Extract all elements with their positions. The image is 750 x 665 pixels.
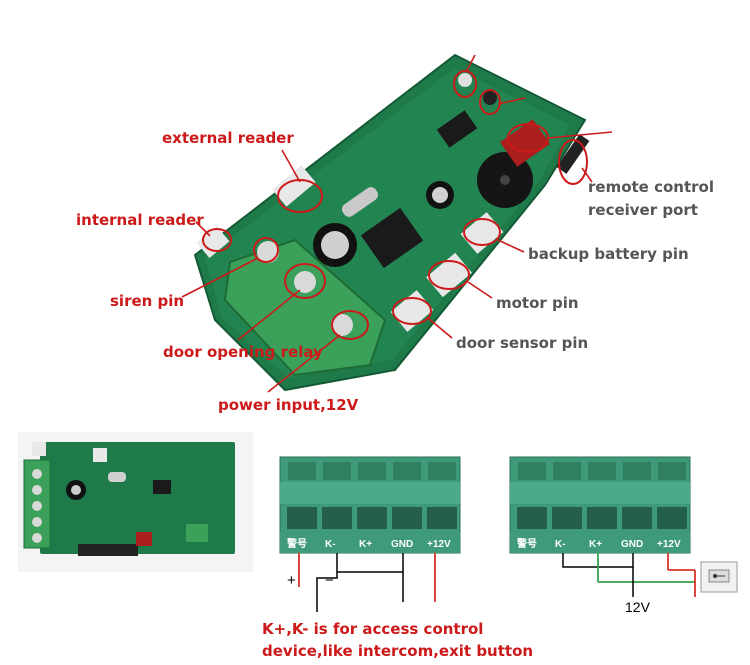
label-remote-control-line1: remote control [588, 178, 714, 196]
crystal [341, 187, 379, 217]
note-line-1: K+,K- is for access control [262, 620, 484, 638]
terminal-right-label-2: K+ [589, 539, 602, 550]
label-power-input: power input,12V [218, 396, 359, 414]
chip-main [360, 207, 424, 269]
wire-minus-sign: − [325, 572, 334, 589]
terminal-right-label-4: +12V [657, 539, 681, 550]
label-backup-battery-pin: backup battery pin [528, 245, 689, 263]
label-external-reader: external reader [162, 129, 294, 147]
label-internal-reader: internal reader [76, 211, 204, 229]
terminal-left-label-4: +12V [427, 539, 451, 550]
main-board-illustration [181, 53, 613, 393]
pcb-terminal-block [223, 238, 387, 377]
terminal-diagram-right: 警号 K- K+ GND +12V 12V [509, 456, 738, 615]
label-remote-control-line2: receiver port [588, 201, 698, 219]
terminal-left-label-3: GND [391, 539, 413, 550]
wire-voltage-label: 12V [625, 599, 651, 615]
terminal-right-label-3: GND [621, 539, 643, 550]
note-line-2: device,like intercom,exit button [262, 642, 534, 660]
label-door-sensor-pin: door sensor pin [456, 334, 589, 352]
label-door-opening-relay: door opening relay [163, 343, 323, 361]
label-siren-pin: siren pin [110, 292, 185, 310]
terminal-diagram-left: 警号 K- K+ GND +12V + − [279, 456, 461, 612]
label-motor-pin: motor pin [496, 294, 579, 312]
terminal-right-label-0: 警号 [516, 537, 537, 550]
wire-plus-sign: + [287, 572, 296, 589]
small-board-illustration [18, 432, 253, 572]
chip-small [436, 110, 478, 148]
terminal-left-label-0: 警号 [286, 537, 307, 550]
terminal-left-label-1: K- [325, 539, 336, 550]
terminal-left-label-2: K+ [359, 539, 372, 550]
terminal-right-label-1: K- [555, 539, 566, 550]
relay-red [500, 119, 550, 167]
